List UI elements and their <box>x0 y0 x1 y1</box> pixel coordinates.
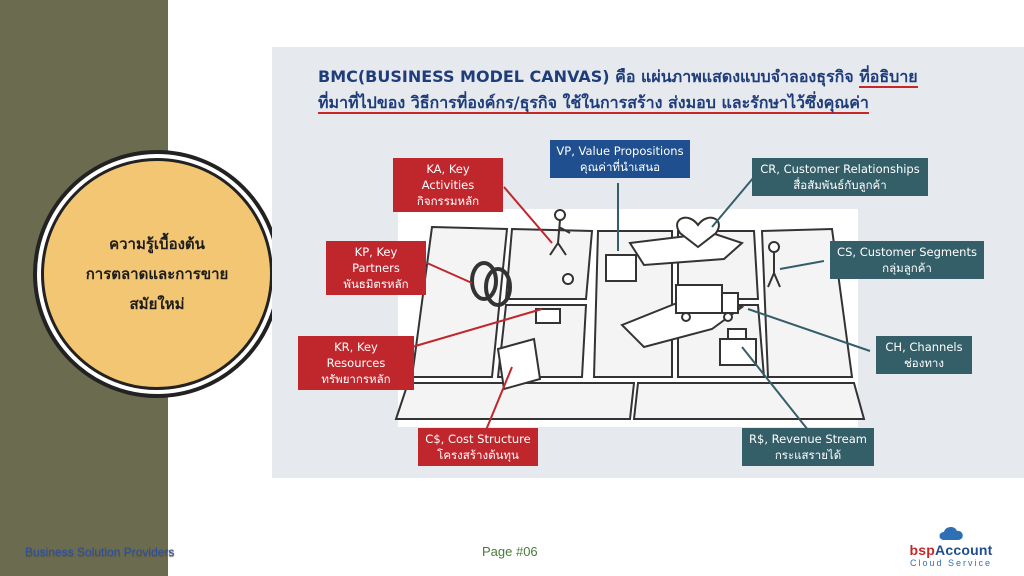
line-kp <box>426 262 473 284</box>
cloud-icon <box>939 526 963 540</box>
line-ka <box>503 186 553 244</box>
topic-line-1: ความรู้เบื้องต้น <box>109 235 205 253</box>
board-cs <box>760 227 854 378</box>
title-bmc: BMC(BUSINESS MODEL CANVAS) <box>318 67 610 86</box>
truck-icon <box>675 284 739 322</box>
title-line2-b: ใช้ในการสร้าง ส่งมอบ และรักษาไว้ซึ่งคุณค… <box>557 93 869 114</box>
title-part-b: คือ แผ่นภาพแสดงแบบจำลองธุรกิจ <box>609 67 860 86</box>
worker-icon <box>549 209 571 256</box>
brand-name: bspAccount <box>909 542 993 558</box>
chain-icon <box>470 261 512 307</box>
slide-title: BMC(BUSINESS MODEL CANVAS) คือ แผ่นภาพแส… <box>318 64 918 116</box>
line-cs <box>779 260 825 270</box>
receipt-icon <box>496 337 542 391</box>
title-line2-a: ที่มาที่ไปของ วิธีการที่องค์กร/ธุรกิจ <box>318 93 557 114</box>
line-kr <box>411 308 543 348</box>
person-icon <box>767 241 781 288</box>
brand-logo: bspAccount Cloud Service <box>896 524 1006 568</box>
title-part-c: ที่อธิบาย <box>859 67 918 88</box>
builder-icon <box>535 273 574 324</box>
bmc-illustration <box>394 176 871 436</box>
footer-company: Business Solution Providers <box>25 545 175 559</box>
board-revenue <box>632 382 866 420</box>
board-cost <box>394 382 636 420</box>
brand-tagline: Cloud Service <box>909 558 993 568</box>
page-number: Page #06 <box>482 544 538 559</box>
heart-icon <box>676 216 720 249</box>
line-rs <box>741 346 813 436</box>
connector-lines-teal <box>617 176 871 436</box>
gift-box-icon <box>605 254 637 282</box>
line-cost <box>483 366 513 436</box>
register-icon <box>719 328 757 366</box>
topic-circle: ความรู้เบื้องต้น การตลาดและการขาย สมัยให… <box>41 158 273 390</box>
line-ch <box>747 308 871 352</box>
connector-lines <box>411 186 553 436</box>
line-cr <box>711 176 755 228</box>
topic-line-2: การตลาดและการขาย <box>85 265 229 283</box>
topic-line-3: สมัยใหม่ <box>129 295 185 313</box>
